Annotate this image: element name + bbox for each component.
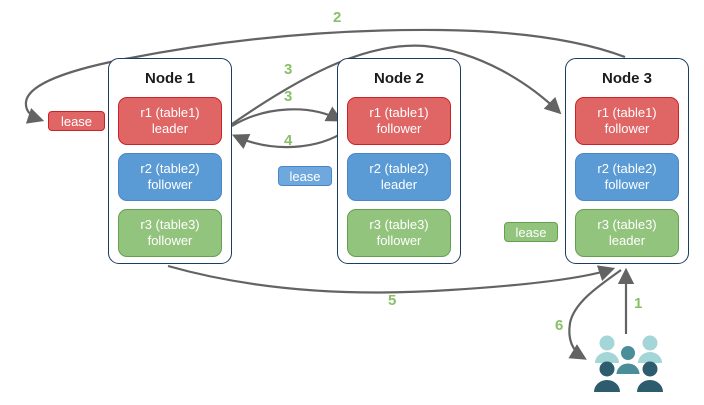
range-role: follower xyxy=(147,233,193,248)
node-1-range-r1: r1 (table1) leader xyxy=(118,97,222,145)
lease-tag-r1: lease xyxy=(48,111,105,131)
node-2-range-r3: r3 (table3) follower xyxy=(347,209,451,257)
node-2-range-r2: r2 (table2) leader xyxy=(347,153,451,201)
step-label-6: 6 xyxy=(555,317,564,334)
range-role: leader xyxy=(608,233,646,248)
node-3-range-r3: r3 (table3) leader xyxy=(575,209,679,257)
range-role: follower xyxy=(376,121,422,136)
range-role: leader xyxy=(151,121,189,136)
node-3-card: Node 3 r1 (table1) follower r2 (table2) … xyxy=(565,58,689,264)
arrow-step-3-node1-to-node2 xyxy=(231,106,343,127)
step-label-2: 2 xyxy=(333,9,342,26)
node-2-card: Node 2 r1 (table1) follower r2 (table2) … xyxy=(337,58,461,264)
range-name: r1 (table1) xyxy=(597,104,657,120)
node-1-title: Node 1 xyxy=(144,70,195,87)
arrow-step-5-node1-to-node3 xyxy=(167,264,616,294)
range-name: r1 (table1) xyxy=(140,104,200,120)
range-name: r3 (table3) xyxy=(140,216,200,232)
range-role: follower xyxy=(376,233,422,248)
node-1-range-r2: r2 (table2) follower xyxy=(118,153,222,201)
node-3-range-r2: r2 (table2) follower xyxy=(575,153,679,201)
step-label-3a: 3 xyxy=(284,61,293,78)
range-role: follower xyxy=(604,177,650,192)
node-1-range-r3: r3 (table3) follower xyxy=(118,209,222,257)
node-2-range-r1: r1 (table1) follower xyxy=(347,97,451,145)
range-name: r2 (table2) xyxy=(597,160,657,176)
range-role: follower xyxy=(147,177,193,192)
lease-tag-r2: lease xyxy=(278,166,332,186)
node-2-title: Node 2 xyxy=(373,70,424,87)
step-label-4: 4 xyxy=(284,132,293,149)
range-name: r2 (table2) xyxy=(369,160,429,176)
node-3-range-r1: r1 (table1) follower xyxy=(575,97,679,145)
node-3-title: Node 3 xyxy=(601,70,652,87)
step-label-5: 5 xyxy=(388,292,397,309)
step-label-1: 1 xyxy=(634,295,643,312)
step-label-3b: 3 xyxy=(284,88,293,105)
node-1-card: Node 1 r1 (table1) leader r2 (table2) fo… xyxy=(108,58,232,264)
range-role: follower xyxy=(604,121,650,136)
arrow-step-6-node3-to-users xyxy=(568,269,622,360)
lease-tag-r3: lease xyxy=(504,222,558,242)
range-name: r3 (table3) xyxy=(597,216,657,232)
range-name: r1 (table1) xyxy=(369,104,429,120)
range-role: leader xyxy=(380,177,418,192)
range-name: r3 (table3) xyxy=(369,216,429,232)
range-name: r2 (table2) xyxy=(140,160,200,176)
